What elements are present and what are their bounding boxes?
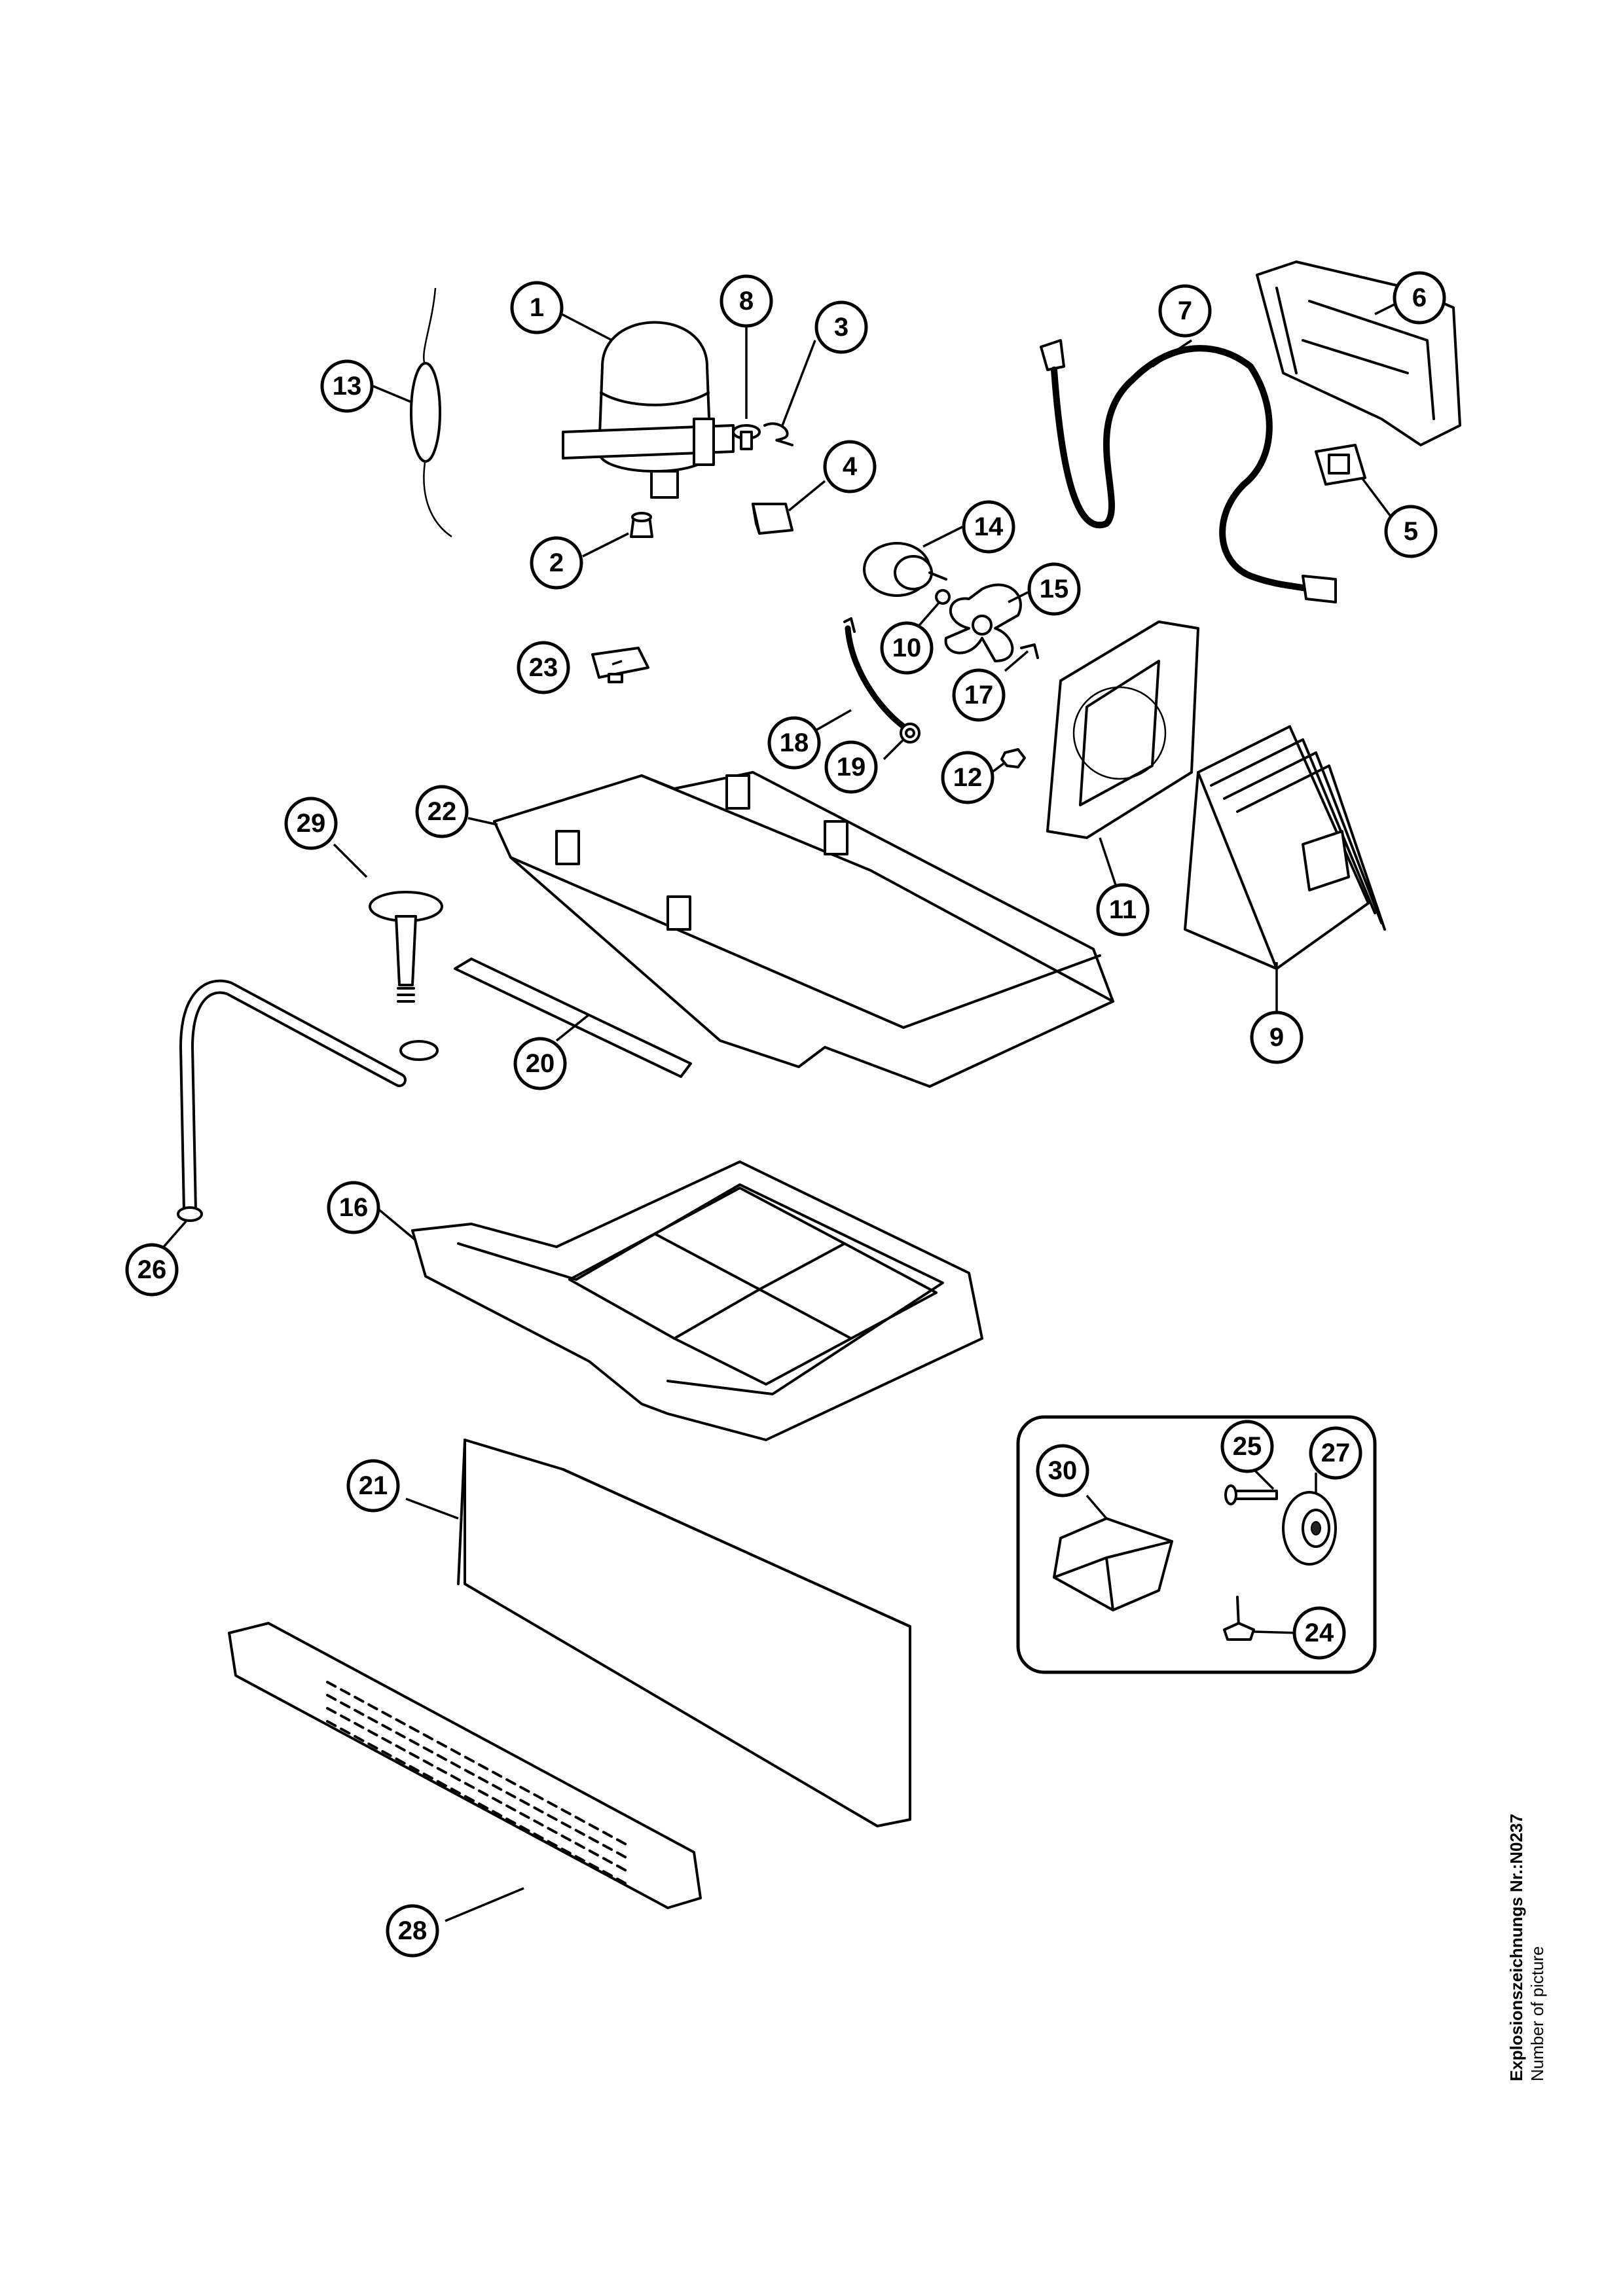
callout-17: 17 xyxy=(952,668,1006,722)
callout-21: 21 xyxy=(346,1459,400,1513)
part-11-fan-shroud xyxy=(1046,620,1199,839)
callout-6: 6 xyxy=(1393,271,1446,325)
callout-29-label: 29 xyxy=(297,809,326,838)
part-1-compressor xyxy=(562,321,735,499)
part-21-front-panel xyxy=(457,1439,911,1827)
callout-7-label: 7 xyxy=(1178,296,1192,325)
part-7-power-cord xyxy=(1040,339,1337,603)
callout-21-label: 21 xyxy=(359,1471,388,1500)
callout-13-label: 13 xyxy=(333,372,362,401)
callout-23-label: 23 xyxy=(529,653,558,682)
part-8-screw xyxy=(732,424,761,450)
callout-26-label: 26 xyxy=(137,1255,167,1284)
part-9-condenser xyxy=(1184,725,1386,970)
callout-26: 26 xyxy=(125,1243,179,1297)
caption-title: Explosionszeichnungs Nr.:N0237 xyxy=(1506,1814,1526,2081)
callout-22: 22 xyxy=(415,785,469,838)
callout-19: 19 xyxy=(824,740,878,794)
callout-7: 7 xyxy=(1158,284,1212,338)
callout-15-label: 15 xyxy=(1040,575,1069,603)
callout-2: 2 xyxy=(530,536,583,590)
callout-4-label: 4 xyxy=(843,452,858,481)
part-24-leveling-foot xyxy=(1223,1596,1255,1641)
callout-9-label: 9 xyxy=(1269,1023,1284,1052)
callout-12: 12 xyxy=(941,751,994,804)
callout-30-label: 30 xyxy=(1048,1456,1078,1485)
callout-30: 30 xyxy=(1036,1444,1089,1498)
part-22-base-cover xyxy=(493,771,1114,1088)
callout-8-label: 8 xyxy=(739,287,754,315)
callout-20: 20 xyxy=(513,1037,567,1090)
picture-caption: Explosionszeichnungs Nr.:N0237 Number of… xyxy=(1506,1814,1584,2081)
callout-24-label: 24 xyxy=(1305,1619,1334,1647)
callout-28-label: 28 xyxy=(398,1916,428,1945)
callout-2-label: 2 xyxy=(549,548,564,577)
callout-3-label: 3 xyxy=(834,313,848,342)
callout-14: 14 xyxy=(962,500,1015,554)
callout-27: 27 xyxy=(1309,1426,1362,1480)
callout-1-label: 1 xyxy=(530,293,544,322)
callout-18-label: 18 xyxy=(780,728,809,757)
callout-5: 5 xyxy=(1384,505,1438,558)
callout-8: 8 xyxy=(720,274,773,328)
part-3-clip xyxy=(763,422,793,446)
part-4-relay xyxy=(752,503,793,535)
callout-10-label: 10 xyxy=(892,634,922,662)
callout-18: 18 xyxy=(767,716,821,770)
callout-24: 24 xyxy=(1292,1606,1346,1660)
part-14-fan-motor xyxy=(863,542,947,597)
callout-1: 1 xyxy=(510,281,564,334)
callout-5-label: 5 xyxy=(1404,517,1418,546)
callout-10: 10 xyxy=(880,621,934,675)
part-25-bolt xyxy=(1224,1484,1278,1505)
callout-25: 25 xyxy=(1220,1420,1274,1473)
callout-22-label: 22 xyxy=(428,797,457,826)
part-15-fan-blade xyxy=(944,583,1022,662)
callout-17-label: 17 xyxy=(964,681,994,709)
callout-15: 15 xyxy=(1027,562,1081,616)
part-26-drain-hose xyxy=(177,979,439,1222)
inset-box xyxy=(1016,1415,1377,1674)
caption-subtitle: Number of picture xyxy=(1527,1946,1547,2081)
part-5-switch xyxy=(1315,444,1366,486)
callout-28: 28 xyxy=(386,1904,439,1958)
callout-14-label: 14 xyxy=(974,512,1004,541)
part-23-switch xyxy=(591,647,649,683)
callout-6-label: 6 xyxy=(1412,283,1427,312)
part-27-wheel xyxy=(1282,1491,1337,1566)
callout-20-label: 20 xyxy=(526,1049,555,1078)
part-29-drain-funnel xyxy=(369,891,443,1003)
part-10-nut xyxy=(935,589,951,605)
part-12-nut xyxy=(1000,748,1026,768)
callout-12-label: 12 xyxy=(953,763,983,792)
part-20-strip xyxy=(454,958,692,1078)
callout-11-label: 11 xyxy=(1109,895,1137,924)
part-19-grommet xyxy=(900,723,921,744)
callout-3: 3 xyxy=(814,300,868,354)
part-28-grille xyxy=(228,1622,702,1909)
part-2-grommet xyxy=(630,512,653,538)
callout-16: 16 xyxy=(327,1181,380,1234)
part-18-motor-bracket xyxy=(843,617,907,730)
callout-11: 11 xyxy=(1096,883,1150,937)
callout-13: 13 xyxy=(320,359,374,413)
callout-27-label: 27 xyxy=(1321,1439,1351,1467)
callout-29: 29 xyxy=(284,797,338,850)
callout-4: 4 xyxy=(823,440,877,493)
callout-9: 9 xyxy=(1250,1011,1304,1064)
callout-25-label: 25 xyxy=(1233,1432,1262,1461)
part-17-bracket xyxy=(1020,643,1039,659)
callout-23: 23 xyxy=(517,641,570,694)
callout-19-label: 19 xyxy=(837,753,866,781)
part-13-drier xyxy=(410,287,452,538)
part-16-drain-tray xyxy=(411,1160,983,1441)
callout-16-label: 16 xyxy=(339,1193,369,1222)
